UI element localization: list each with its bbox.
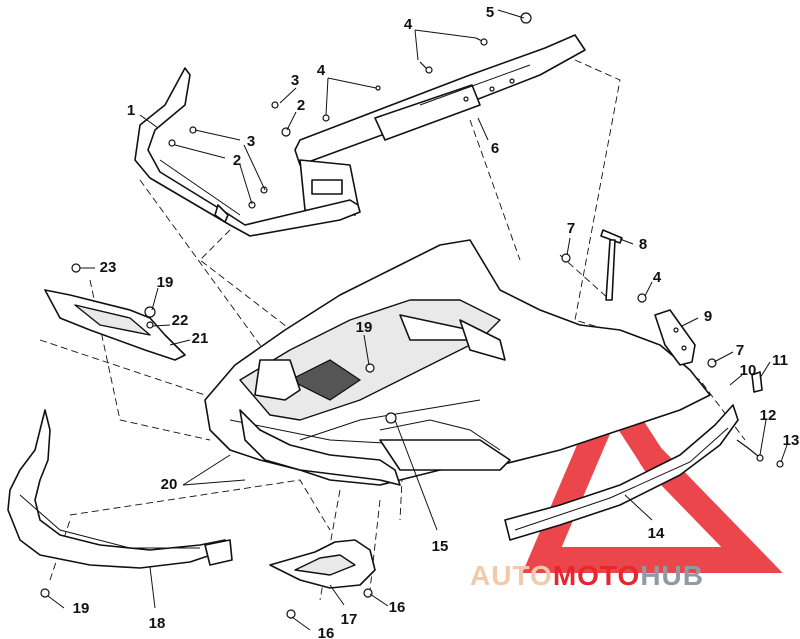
callout-c19c: 19	[73, 600, 90, 617]
strut-part-8	[561, 229, 623, 301]
callout-c18: 18	[149, 615, 166, 632]
front-bumper-part-14	[504, 404, 739, 541]
bracket-part-9	[654, 309, 696, 366]
callout-c13: 13	[783, 432, 800, 449]
callout-c8: 8	[639, 236, 647, 253]
skid-plate-part-17	[269, 539, 376, 619]
callout-c2a: 2	[297, 97, 305, 114]
callout-c11: 11	[772, 352, 788, 369]
callout-c6: 6	[491, 140, 499, 157]
callout-c15: 15	[432, 538, 449, 555]
assembly-lines	[39, 59, 746, 601]
callout-c17: 17	[341, 611, 358, 628]
watermark-auto: AUTO	[470, 560, 553, 591]
leader-lines	[47, 9, 788, 631]
callout-c3b: 3	[247, 133, 255, 150]
left-bracket-part-1	[134, 67, 361, 237]
callout-c4a: 4	[404, 16, 413, 33]
callout-c1: 1	[127, 102, 135, 119]
callout-c19b: 19	[356, 319, 373, 336]
callout-c16b: 16	[318, 625, 335, 639]
hardware-top	[168, 12, 532, 209]
watermark-hub: HUB	[640, 560, 704, 591]
callout-c20: 20	[161, 476, 178, 493]
callout-c16a: 16	[389, 599, 406, 616]
callout-c7b: 7	[736, 342, 744, 359]
callout-c4c: 4	[653, 269, 662, 286]
callout-c19a: 19	[157, 274, 174, 291]
callout-c12: 12	[760, 407, 777, 424]
callout-c14: 14	[648, 525, 665, 542]
watermark-text: AUTOMOTOHUB	[470, 560, 704, 591]
hardware-right	[365, 293, 784, 468]
callout-c7a: 7	[567, 220, 575, 237]
left-side-panel-part-21	[44, 263, 186, 361]
callout-c23: 23	[100, 259, 117, 276]
front-bumper-part-18	[7, 409, 233, 598]
watermark-moto: MOTO	[553, 560, 640, 591]
callout-c22: 22	[172, 312, 189, 329]
main-body-pan	[204, 239, 711, 486]
callout-c4b: 4	[317, 62, 326, 79]
callout-c3a: 3	[291, 72, 299, 89]
callout-c2b: 2	[233, 152, 241, 169]
upper-crossbar-part-6	[294, 34, 586, 216]
callout-c10: 10	[740, 362, 757, 379]
callout-c21: 21	[192, 330, 209, 347]
callout-c9: 9	[704, 308, 712, 325]
callout-c5: 5	[486, 4, 494, 21]
